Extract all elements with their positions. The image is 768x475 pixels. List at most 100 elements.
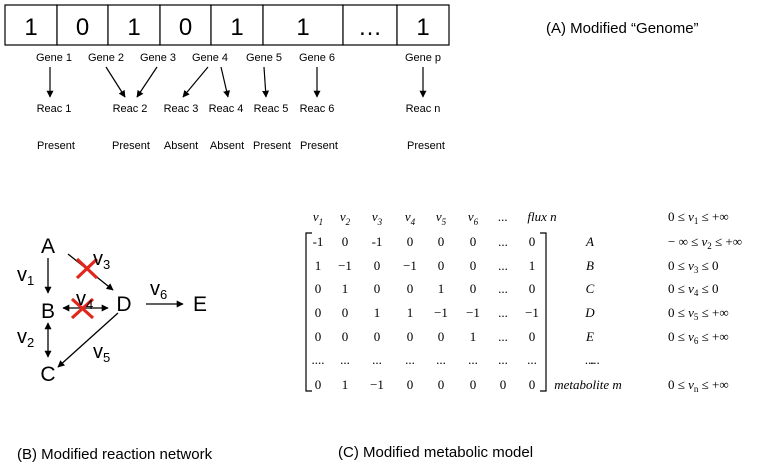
flux-bound-1: 0 ≤ v1 ≤ +∞: [668, 209, 729, 226]
matrix-cell-r3-c4: 0: [407, 281, 414, 296]
genome-caption: (A) Modified “Genome”: [546, 20, 699, 37]
genome-bit-5: 1: [230, 14, 243, 41]
matrix-cell-r4-c4: 1: [407, 305, 414, 320]
matrix-cell-r3-c1: 0: [315, 281, 322, 296]
reaction-status-6: Present: [300, 140, 338, 152]
gene-arrow-6: [262, 66, 270, 98]
matrix-cell-r7-c5: 0: [438, 377, 445, 392]
matrix-cell-r5-c7: ...: [498, 329, 508, 344]
knockout-cross-v3: [75, 257, 99, 280]
matrix-cell-r2-c6: 0: [470, 258, 477, 273]
gene-arrow-2: [105, 66, 126, 98]
matrix-cell-r6-c5: ...: [436, 352, 446, 367]
matrix-cell-r7-c2: 1: [342, 377, 349, 392]
matrix-cell-r6-c2: ...: [340, 352, 350, 367]
node-d: D: [116, 293, 131, 316]
flux-bound-4: 0 ≤ v4 ≤ 0: [668, 281, 719, 298]
matrix-cell-r5-c2: 0: [342, 329, 349, 344]
flux-label-v5: v5: [93, 341, 110, 365]
matrix-cell-r4-c2: 0: [342, 305, 349, 320]
matrix-cell-r1-c1: -1: [313, 234, 324, 249]
matrix-cell-r4-c3: 1: [374, 305, 381, 320]
matrix-cell-r1-c6: 0: [470, 234, 477, 249]
matrix-cell-r2-c2: −1: [338, 258, 352, 273]
matrix-cell-r4-c6: −1: [466, 305, 480, 320]
reaction-status-2: Present: [112, 140, 150, 152]
gene-label-6: Gene 6: [299, 52, 335, 64]
matrix-cell-r2-c3: 0: [374, 258, 381, 273]
column-header-2: v2: [340, 209, 351, 227]
flux-bound-5: 0 ≤ v5 ≤ +∞: [668, 305, 729, 322]
matrix-cell-r2-c5: 0: [438, 258, 445, 273]
column-header-4: v4: [405, 209, 416, 227]
column-header-6: v6: [468, 209, 479, 227]
flux-label-v4: v4: [76, 288, 93, 312]
matrix-cell-r6-c8: ...: [527, 352, 537, 367]
gene-reaction-arrows: [46, 66, 427, 98]
metabolite-label-2: B: [586, 258, 594, 273]
column-header-7: ...: [498, 209, 508, 224]
gene-arrow-5: [220, 66, 230, 98]
matrix-cell-r4-c5: −1: [434, 305, 448, 320]
flux-label-v6: v6: [150, 278, 167, 302]
column-header-1: v1: [313, 209, 323, 227]
flux-label-v3: v3: [93, 248, 110, 272]
matrix-cell-r3-c8: 0: [529, 281, 536, 296]
metabolite-label-3: C: [586, 281, 595, 296]
matrix-cell-r4-c7: ...: [498, 305, 508, 320]
gene-arrow-3: [136, 66, 158, 98]
matrix-cell-r3-c2: 1: [342, 281, 349, 296]
gene-label-7: Gene p: [405, 52, 441, 64]
reaction-label-3: Reac 3: [164, 103, 199, 115]
genome-bit-1: 1: [24, 14, 37, 41]
matrix-cell-r1-c7: ...: [498, 234, 508, 249]
matrix-cell-r6-c6: ...: [468, 352, 478, 367]
reaction-status-4: Absent: [210, 140, 244, 152]
flux-bounds: 0 ≤ v1 ≤ +∞ − ∞ ≤ v2 ≤ +∞ 0 ≤ v3 ≤ 0 0 ≤ v4…: [590, 209, 742, 394]
flux-bound-3: 0 ≤ v3 ≤ 0: [668, 258, 719, 275]
node-b: B: [41, 300, 55, 323]
reaction-network-panel: A B C D E v1 v2 v3 v4 v5 v6 (B) Modified…: [17, 235, 213, 463]
genome-cell-8: [396, 4, 450, 46]
flux-bound-2: − ∞ ≤ v2 ≤ +∞: [668, 234, 742, 251]
reaction-status-7: Present: [407, 140, 445, 152]
matrix-cell-r5-c4: 0: [407, 329, 414, 344]
metabolite-label-4: D: [584, 305, 595, 320]
gene-label-2: Gene 2: [88, 52, 124, 64]
gene-label-5: Gene 5: [246, 52, 282, 64]
edge-v5: [57, 312, 119, 368]
genome-cell-1: [4, 4, 58, 46]
matrix-cell-r3-c6: 0: [470, 281, 477, 296]
matrix-cell-r1-c2: 0: [342, 234, 349, 249]
gene-arrow-4: [182, 66, 209, 98]
network-caption: (B) Modified reaction network: [17, 446, 213, 463]
genome-bit-7: …: [358, 14, 382, 41]
reaction-status-3: Absent: [164, 140, 198, 152]
flux-label-v2: v2: [17, 326, 34, 350]
matrix-cell-r3-c3: 0: [374, 281, 381, 296]
matrix-right-bracket: [540, 232, 547, 392]
gene-label-4: Gene 4: [192, 52, 228, 64]
matrix-cell-r6-c7: ...: [498, 352, 508, 367]
metabolite-label-5: E: [585, 329, 594, 344]
metabolite-label-6: ...: [585, 352, 595, 367]
metabolite-label-7: metabolite m: [554, 377, 622, 392]
column-header-3: v3: [372, 209, 383, 227]
reaction-status-5: Present: [253, 140, 291, 152]
column-header-8: flux n: [527, 209, 556, 224]
genome-bit-3: 1: [127, 14, 140, 41]
reaction-label-4: Reac 4: [209, 103, 244, 115]
genome-cell-6: [262, 4, 344, 46]
matrix-cell-r3-c7: ...: [498, 281, 508, 296]
reaction-label-6: Reac 6: [300, 103, 335, 115]
matrix-cell-r1-c3: -1: [372, 234, 383, 249]
matrix-left-bracket: [305, 232, 312, 392]
flux-bound-8: 0 ≤ vn ≤ +∞: [668, 377, 729, 394]
reaction-label-1: Reac 1: [37, 103, 72, 115]
matrix-cell-r7-c6: 0: [470, 377, 477, 392]
